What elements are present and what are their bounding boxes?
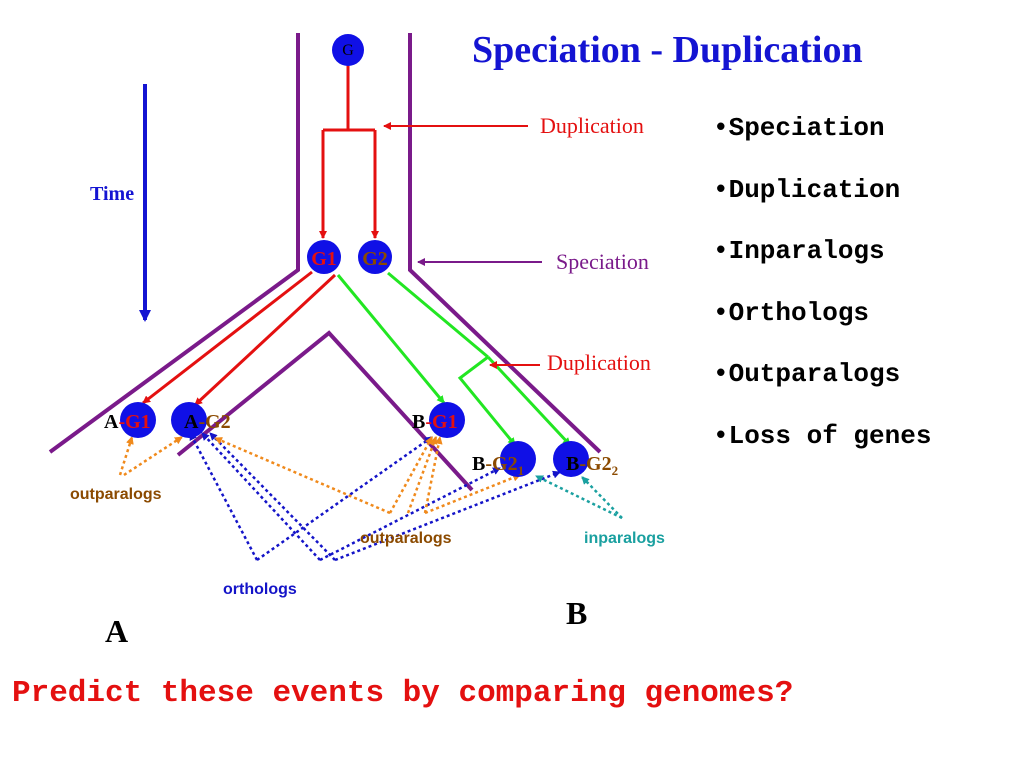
a-g1-label: A-G1: [104, 411, 151, 433]
b-g2-1-node: [500, 441, 536, 477]
duplication-lower-label: Duplication: [547, 350, 651, 375]
b-g1-label: B-G1: [412, 411, 458, 433]
species-a-label: A: [105, 613, 128, 649]
time-label: Time: [90, 183, 134, 205]
b-g2-2-label: B-G22: [566, 453, 618, 478]
bullet-item: •Outparalogs: [713, 359, 901, 389]
a-g1-node: [120, 402, 156, 438]
g1-label: G1: [311, 248, 337, 270]
duplication-top-label: Duplication: [540, 113, 644, 138]
species-tree-left-outer: [48, 33, 300, 454]
bullet-item: •Inparalogs: [713, 236, 885, 266]
root-gene-node: [332, 34, 364, 66]
root-gene-label: G: [342, 42, 354, 59]
bullet-item: •Loss of genes: [713, 420, 932, 451]
b-g1-node: [429, 402, 465, 438]
gene-tree-red: [142, 64, 379, 407]
g2-label: G2: [362, 248, 388, 270]
species-b-label: B: [566, 595, 587, 631]
inparalogs-label: inparalogs: [584, 530, 665, 547]
bullet-item: •Orthologs: [713, 297, 870, 328]
bullet-item: •Duplication: [713, 174, 901, 205]
bullet-item: •Speciation: [713, 113, 885, 143]
bullet-list: •Speciation •Duplication •Inparalogs •Or…: [713, 110, 931, 479]
speciation-label: Speciation: [556, 249, 649, 274]
g2-node: [358, 240, 392, 274]
g1-node: [307, 240, 341, 274]
question-text: Predict these events by comparing genome…: [12, 676, 794, 711]
b-g2-1-label: B-G21: [472, 453, 524, 478]
outparalogs-left-label: outparalogs: [70, 486, 162, 503]
inparalogs-arrows: [535, 474, 623, 520]
a-g2-node: [171, 402, 207, 438]
orthologs-arrows: [188, 432, 561, 562]
outparalogs-right-label: outparalogs: [360, 530, 452, 547]
b-g2-2-node: [553, 441, 589, 477]
gene-tree-green: [336, 271, 572, 447]
orthologs-label: orthologs: [223, 581, 297, 598]
slide-title: Speciation - Duplication: [472, 29, 863, 71]
outparalogs-arrows: [118, 435, 521, 515]
a-g2-label: A-G2: [184, 411, 231, 433]
species-tree-right-outer: [408, 33, 602, 454]
